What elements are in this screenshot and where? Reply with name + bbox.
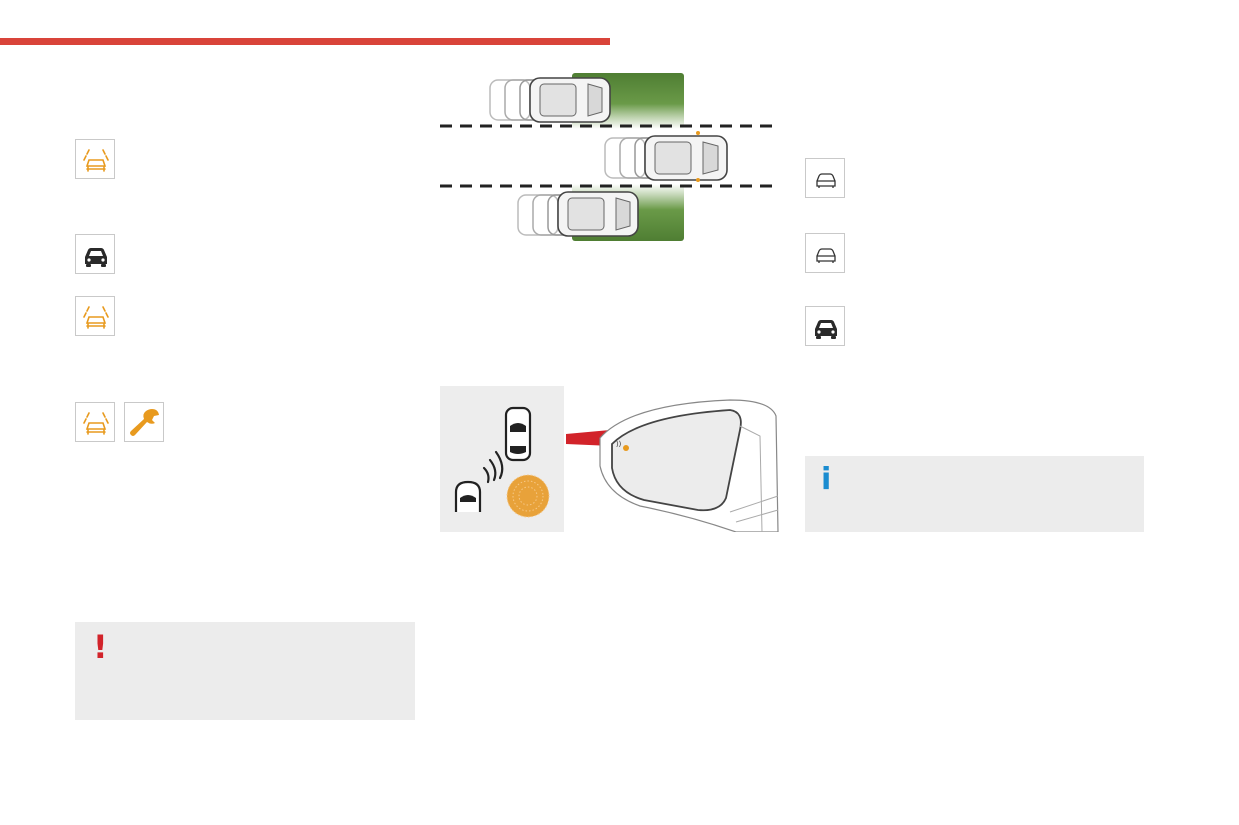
inset-approaching-vehicle — [454, 480, 482, 512]
wrench-icon — [124, 402, 164, 442]
info-icon: i — [821, 462, 832, 497]
header-accent-bar — [0, 38, 610, 45]
car-dark-icon — [75, 234, 115, 274]
blind-spot-lanes-diagram — [440, 73, 780, 241]
passing-car-top — [489, 77, 611, 123]
svg-text:⟩⟩: ⟩⟩ — [616, 440, 622, 448]
warning-note-box: ! — [75, 622, 415, 720]
radar-waves-icon — [482, 450, 504, 484]
car-outline-icon — [805, 158, 845, 198]
car-dark-icon — [805, 306, 845, 346]
blind-spot-warning-icon — [75, 296, 115, 336]
inset-own-vehicle — [504, 406, 532, 462]
car-outline-icon — [805, 233, 845, 273]
mirror-warning-diagram: ⟩⟩ — [440, 386, 779, 532]
blind-spot-warning-icon — [75, 402, 115, 442]
passing-car-bottom — [517, 191, 639, 237]
info-note-box: i — [805, 456, 1144, 532]
warning-light-indicator — [506, 474, 550, 518]
side-mirror-illustration: ⟩⟩ — [599, 399, 779, 532]
own-car-middle — [604, 131, 728, 182]
blind-spot-warning-icon — [75, 139, 115, 179]
warning-exclamation-icon: ! — [93, 628, 108, 666]
